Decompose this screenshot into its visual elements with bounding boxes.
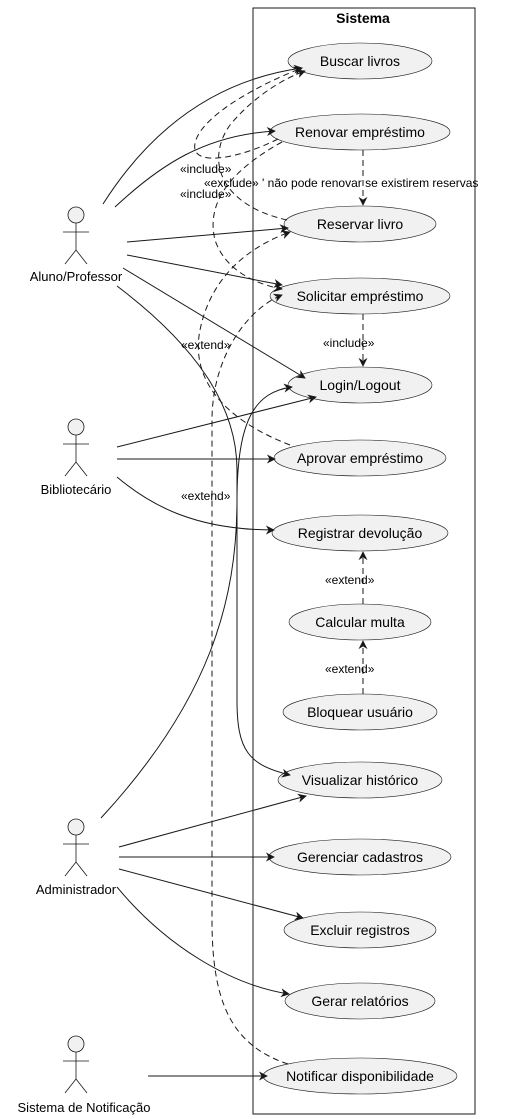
use-case-login[interactable]: Login/Logout bbox=[287, 366, 433, 404]
use-case-bloquear[interactable]: Bloquear usuário bbox=[282, 693, 438, 731]
extend-bloquear-label: «extend» bbox=[325, 662, 375, 676]
assoc-administrador-login bbox=[100, 383, 293, 819]
use-case-label: Login/Logout bbox=[320, 377, 401, 393]
actor-head-icon bbox=[67, 206, 85, 224]
extend-label: «extend» bbox=[181, 338, 231, 352]
use-case-solicitar[interactable]: Solicitar empréstimo bbox=[269, 277, 451, 315]
dep-renovar-buscar bbox=[194, 66, 303, 159]
dep-aprovar-reservar bbox=[197, 230, 291, 446]
use-case-label: Excluir registros bbox=[310, 922, 410, 938]
dep-renovar-solicitar bbox=[212, 141, 283, 292]
use-case-label: Aprovar empréstimo bbox=[297, 450, 423, 466]
assoc-aluno-reservar bbox=[126, 224, 289, 243]
extend-label: «extend» bbox=[181, 489, 231, 503]
use-case-relatorios[interactable]: Gerar relatórios bbox=[284, 982, 436, 1020]
assoc-aluno-login bbox=[122, 267, 306, 379]
include-login-label: «include» bbox=[323, 336, 375, 350]
assoc-bibliotecario-login bbox=[116, 394, 317, 448]
actor-label: Bibliotecário bbox=[41, 482, 112, 497]
assoc-aluno-buscar bbox=[102, 64, 303, 205]
dep-reservar-buscar bbox=[218, 69, 306, 221]
use-case-label: Gerar relatórios bbox=[311, 993, 408, 1009]
use-case-label: Registrar devolução bbox=[298, 525, 423, 541]
actor-administrador[interactable]: Administrador bbox=[36, 818, 117, 897]
use-case-label: Buscar livros bbox=[320, 53, 400, 69]
dep-notificar-solicitar bbox=[211, 293, 289, 1065]
use-case-multa[interactable]: Calcular multa bbox=[288, 603, 432, 641]
exclude-note-label: «exclude» ' não pode renovar se existire… bbox=[204, 176, 478, 190]
assoc-bibliotecario-registrar bbox=[116, 476, 275, 535]
include-label: «include» bbox=[180, 187, 232, 201]
use-case-renovar[interactable]: Renovar empréstimo bbox=[269, 113, 451, 151]
use-case-excluir[interactable]: Excluir registros bbox=[283, 911, 437, 949]
use-case-label: Notificar disponibilidade bbox=[286, 1068, 434, 1084]
assoc-aluno-solicitar bbox=[126, 254, 283, 288]
use-case-label: Renovar empréstimo bbox=[295, 124, 425, 140]
use-case-historico[interactable]: Visualizar histórico bbox=[277, 761, 443, 799]
actor-aluno-professor[interactable]: Aluno/Professor bbox=[30, 206, 123, 284]
actor-head-icon bbox=[67, 418, 85, 436]
actor-bibliotecario[interactable]: Bibliotecário bbox=[41, 418, 112, 497]
use-case-label: Reservar livro bbox=[317, 216, 404, 232]
actor-head-icon bbox=[67, 1035, 85, 1053]
use-case-label: Gerenciar cadastros bbox=[297, 849, 423, 865]
use-case-label: Visualizar histórico bbox=[302, 772, 419, 788]
assoc-administrador-relatorios bbox=[116, 886, 290, 998]
actor-label: Sistema de Notificação bbox=[18, 1100, 151, 1115]
extend-multa-label: «extend» bbox=[325, 573, 375, 587]
use-case-cadastros[interactable]: Gerenciar cadastros bbox=[268, 838, 452, 876]
use-case-registrar[interactable]: Registrar devolução bbox=[271, 514, 449, 552]
assoc-aluno-historico bbox=[116, 285, 291, 778]
actor-label: Aluno/Professor bbox=[30, 269, 123, 284]
include-label: «include» bbox=[180, 162, 232, 176]
use-case-notificar[interactable]: Notificar disponibilidade bbox=[262, 1057, 458, 1095]
use-case-reservar[interactable]: Reservar livro bbox=[283, 205, 437, 243]
use-case-aprovar[interactable]: Aprovar empréstimo bbox=[273, 439, 447, 477]
assoc-administrador-excluir bbox=[118, 868, 304, 921]
use-case-label: Solicitar empréstimo bbox=[297, 288, 424, 304]
use-case-buscar[interactable]: Buscar livros bbox=[287, 42, 433, 80]
actor-head-icon bbox=[67, 818, 85, 836]
assoc-aluno-renovar bbox=[114, 126, 276, 208]
actor-label: Administrador bbox=[36, 882, 117, 897]
actor-sistema-notificacao[interactable]: Sistema de Notificação bbox=[18, 1035, 151, 1115]
use-case-label: Bloquear usuário bbox=[307, 704, 413, 720]
use-case-label: Calcular multa bbox=[315, 614, 405, 630]
system-title: Sistema bbox=[336, 10, 390, 26]
